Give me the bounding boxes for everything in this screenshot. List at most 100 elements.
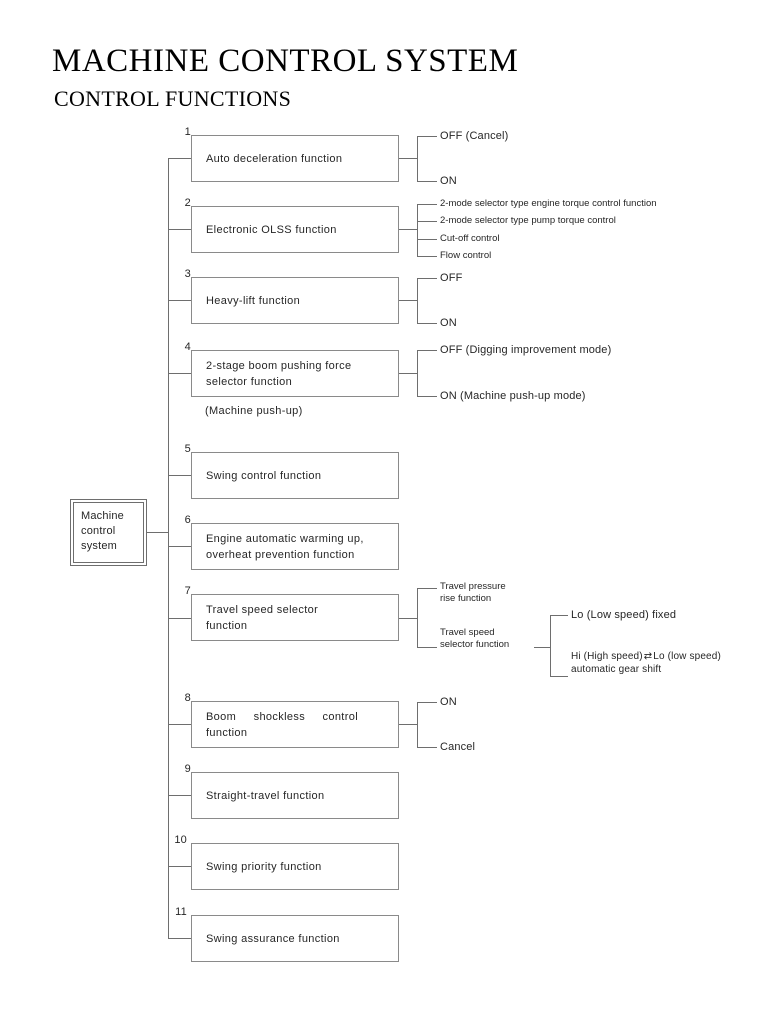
leaf-label-7-2-line1: Travel speed bbox=[440, 627, 495, 638]
connector-9 bbox=[168, 795, 191, 796]
node-index-11: 11 bbox=[175, 906, 187, 918]
function-label-8-line1: Boom shockless control bbox=[206, 710, 358, 723]
connector-1 bbox=[168, 158, 191, 159]
leaf-label-3-1: OFF bbox=[440, 272, 463, 284]
branch-fork-4 bbox=[417, 350, 418, 396]
function-label-3: Heavy-lift function bbox=[206, 294, 301, 307]
function-box-10[interactable]: Swing priority function bbox=[191, 843, 399, 890]
function-label-9: Straight-travel function bbox=[206, 789, 325, 802]
leaf-label-3-2: ON bbox=[440, 317, 457, 329]
branch-arm-7-2-2 bbox=[550, 676, 568, 677]
branch-arm-7-1 bbox=[417, 588, 437, 589]
function-box-4[interactable]: 2-stage boom pushing force selector func… bbox=[191, 350, 399, 397]
leaf-label-7-2: Travel speed selector function bbox=[440, 627, 532, 651]
branch-arm-4-2 bbox=[417, 396, 437, 397]
node-index-8: 8 bbox=[184, 692, 191, 704]
connector-8 bbox=[168, 724, 191, 725]
function-label-7: Travel speed selector function bbox=[192, 602, 398, 634]
branch-arm-2-2 bbox=[417, 221, 437, 222]
function-box-2[interactable]: Electronic OLSS function bbox=[191, 206, 399, 253]
function-label-4-line1: 2-stage boom pushing force bbox=[206, 359, 352, 372]
function-box-6[interactable]: Engine automatic warming up, overheat pr… bbox=[191, 523, 399, 570]
node-index-5: 5 bbox=[184, 443, 191, 455]
leaf-label-7-2-1: Lo (Low speed) fixed bbox=[571, 609, 677, 621]
branch-fork-7-nested bbox=[550, 615, 551, 676]
function-label-2: Electronic OLSS function bbox=[206, 223, 337, 236]
leaf-label-7-1: Travel pressure rise function bbox=[440, 581, 532, 605]
branch-arm-8-1 bbox=[417, 702, 437, 703]
root-label-line3: system bbox=[81, 540, 118, 552]
function-label-11: Swing assurance function bbox=[206, 932, 340, 945]
connector-10 bbox=[168, 866, 191, 867]
leaf-label-7-2-line2: selector function bbox=[440, 639, 510, 650]
branch-arm-3-1 bbox=[417, 278, 437, 279]
function-box-5[interactable]: Swing control function bbox=[191, 452, 399, 499]
node-index-6: 6 bbox=[184, 514, 191, 526]
branch-arm-2-4 bbox=[417, 256, 437, 257]
connector-7 bbox=[168, 618, 191, 619]
branch-arm-7-2 bbox=[417, 647, 437, 648]
leaf-label-4-1: OFF (Digging improvement mode) bbox=[440, 344, 612, 356]
node-index-2: 2 bbox=[184, 197, 191, 209]
branch-fork-3 bbox=[417, 278, 418, 323]
function-box-1[interactable]: Auto deceleration function bbox=[191, 135, 399, 182]
node-index-10: 10 bbox=[174, 834, 187, 846]
function-box-7[interactable]: Travel speed selector function bbox=[191, 594, 399, 641]
leaf-label-2-1: 2-mode selector type engine torque contr… bbox=[440, 198, 657, 209]
node-index-7: 7 bbox=[184, 585, 191, 597]
branch-arm-2-1 bbox=[417, 204, 437, 205]
node-index-9: 9 bbox=[184, 763, 191, 775]
node-index-3: 3 bbox=[184, 268, 191, 280]
branch-stub-2 bbox=[399, 229, 417, 230]
leaf-label-2-2: 2-mode selector type pump torque control bbox=[440, 215, 616, 226]
root-node-label: Machine control system bbox=[73, 502, 144, 563]
connector-4 bbox=[168, 373, 191, 374]
page-title: MACHINE CONTROL SYSTEM bbox=[52, 43, 519, 79]
function-label-5: Swing control function bbox=[206, 469, 322, 482]
leaf-label-8-1: ON bbox=[440, 696, 457, 708]
branch-arm-1-1 bbox=[417, 136, 437, 137]
function-label-8-line2: function bbox=[206, 726, 248, 739]
function-caption-4: (Machine push-up) bbox=[205, 405, 303, 417]
leaf-label-7-1-line2: rise function bbox=[440, 593, 492, 604]
branch-fork-1 bbox=[417, 136, 418, 181]
branch-fork-2 bbox=[417, 204, 418, 256]
branch-arm-1-2 bbox=[417, 181, 437, 182]
function-box-8[interactable]: Boom shockless control function bbox=[191, 701, 399, 748]
branch-arm-3-2 bbox=[417, 323, 437, 324]
function-box-11[interactable]: Swing assurance function bbox=[191, 915, 399, 962]
leaf-label-7-2-2: Hi (High speed)⇄Lo (low speed) automatic… bbox=[571, 650, 756, 676]
function-label-7-line2: function bbox=[206, 619, 248, 632]
function-label-6: Engine automatic warming up, overheat pr… bbox=[192, 531, 398, 563]
function-label-10: Swing priority function bbox=[206, 860, 322, 873]
connector-2 bbox=[168, 229, 191, 230]
function-label-7-line1: Travel speed selector bbox=[206, 603, 319, 616]
connector-11 bbox=[168, 938, 191, 939]
function-label-8: Boom shockless control function bbox=[192, 709, 398, 741]
function-label-4: 2-stage boom pushing force selector func… bbox=[192, 358, 398, 390]
leaf-label-7-2-2-post: Lo (low speed) bbox=[653, 651, 721, 662]
branch-arm-7-2-1 bbox=[550, 615, 568, 616]
branch-arm-4-1 bbox=[417, 350, 437, 351]
leaf-label-2-3: Cut-off control bbox=[440, 233, 500, 244]
leaf-label-1-1: OFF (Cancel) bbox=[440, 130, 509, 142]
connector-3 bbox=[168, 300, 191, 301]
leaf-label-7-2-2-pre: Hi (High speed) bbox=[571, 651, 643, 662]
branch-fork-8 bbox=[417, 702, 418, 747]
node-index-1: 1 bbox=[184, 126, 191, 138]
leaf-label-4-2: ON (Machine push-up mode) bbox=[440, 390, 586, 402]
function-box-3[interactable]: Heavy-lift function bbox=[191, 277, 399, 324]
branch-arm-8-2 bbox=[417, 747, 437, 748]
function-box-9[interactable]: Straight-travel function bbox=[191, 772, 399, 819]
leaf-label-8-2: Cancel bbox=[440, 741, 476, 753]
leaf-label-7-2-2-line2: automatic gear shift bbox=[571, 664, 662, 675]
main-trunk-line bbox=[168, 158, 169, 939]
connector-6 bbox=[168, 546, 191, 547]
node-index-4: 4 bbox=[184, 341, 191, 353]
branch-stub-7 bbox=[399, 618, 417, 619]
branch-stub-8 bbox=[399, 724, 417, 725]
branch-stub-3 bbox=[399, 300, 417, 301]
function-label-4-line2: selector function bbox=[206, 375, 293, 388]
bidirectional-arrow-icon: ⇄ bbox=[643, 651, 653, 662]
